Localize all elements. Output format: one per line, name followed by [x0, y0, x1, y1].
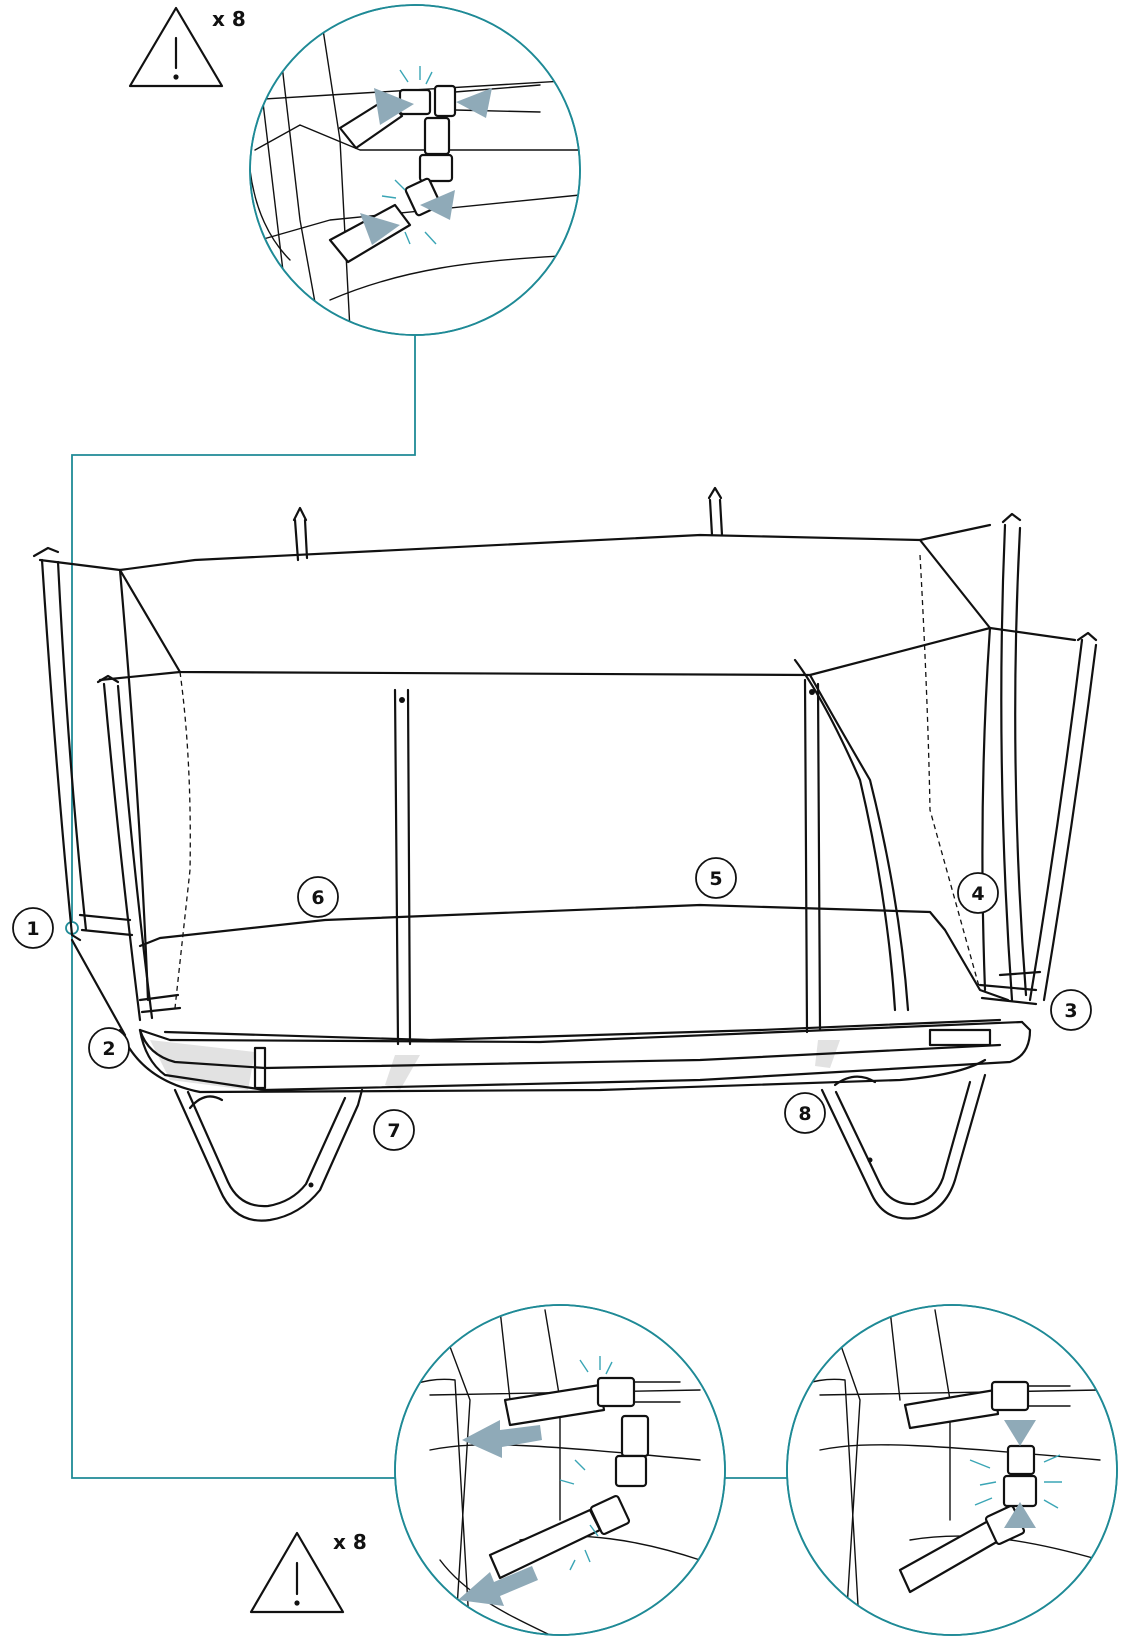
callout-4: 4 — [957, 872, 999, 914]
buckle-detail-clip — [786, 1304, 1118, 1636]
trampoline-illustration — [32, 486, 1098, 1222]
callout-label: 4 — [971, 883, 984, 905]
callout-label: 1 — [26, 918, 39, 940]
leader-lines — [65, 335, 788, 1479]
callout-2: 2 — [88, 1027, 130, 1069]
callout-label: 7 — [387, 1120, 400, 1142]
callout-1: 1 — [12, 907, 54, 949]
buckle-detail-tighten — [249, 4, 581, 336]
callout-6: 6 — [297, 876, 339, 918]
callout-5: 5 — [695, 857, 737, 899]
callout-label: 2 — [102, 1038, 115, 1060]
warning-icon — [249, 1531, 345, 1614]
buckle-detail-release — [394, 1304, 726, 1636]
callout-7: 7 — [373, 1109, 415, 1151]
warning-multiplier: x 8 — [212, 7, 246, 31]
callout-8: 8 — [784, 1092, 826, 1134]
callout-label: 6 — [311, 887, 324, 909]
warning-multiplier: x 8 — [333, 1530, 367, 1554]
callout-label: 5 — [709, 868, 722, 890]
warning-icon — [128, 6, 224, 88]
callout-label: 3 — [1064, 1000, 1077, 1022]
callout-label: 8 — [798, 1103, 811, 1125]
callout-3: 3 — [1050, 989, 1092, 1031]
